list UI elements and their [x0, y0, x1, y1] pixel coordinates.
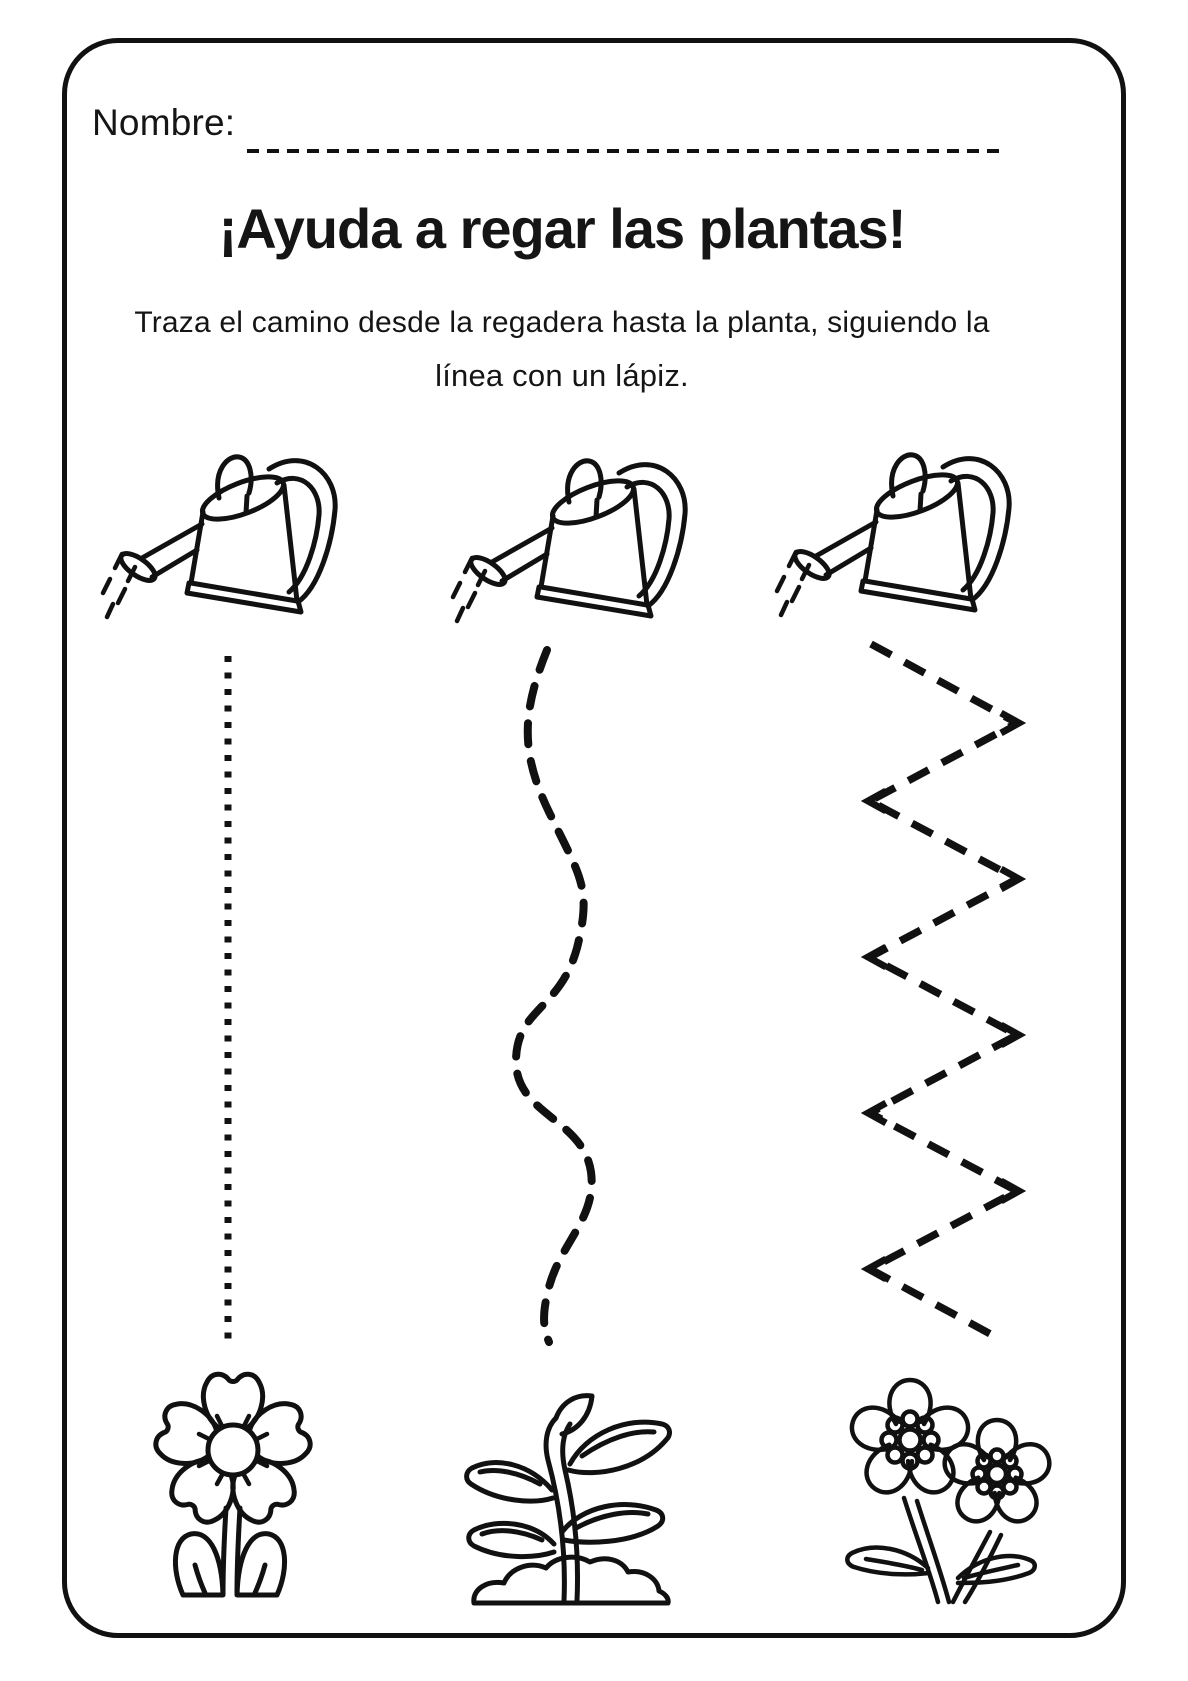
- page-border: [62, 38, 1126, 1638]
- trace-path-dashed-wavy[interactable]: [511, 646, 596, 1346]
- page-title: ¡Ayuda a regar las plantas!: [218, 197, 907, 260]
- zigzag-arrowheads: [860, 709, 1027, 1283]
- name-label: Nombre:: [92, 102, 236, 143]
- trace-path-dashed-zigzag[interactable]: [861, 640, 1026, 1341]
- seedling-icon: [458, 1372, 688, 1607]
- name-write-line[interactable]: [247, 149, 1002, 153]
- two-flowers-icon: [822, 1372, 1072, 1607]
- instructions-line-1: Traza el camino desde la regadera hasta …: [134, 306, 990, 339]
- flower-icon: [123, 1362, 343, 1607]
- instructions-line-2: línea con un lápiz.: [435, 358, 689, 393]
